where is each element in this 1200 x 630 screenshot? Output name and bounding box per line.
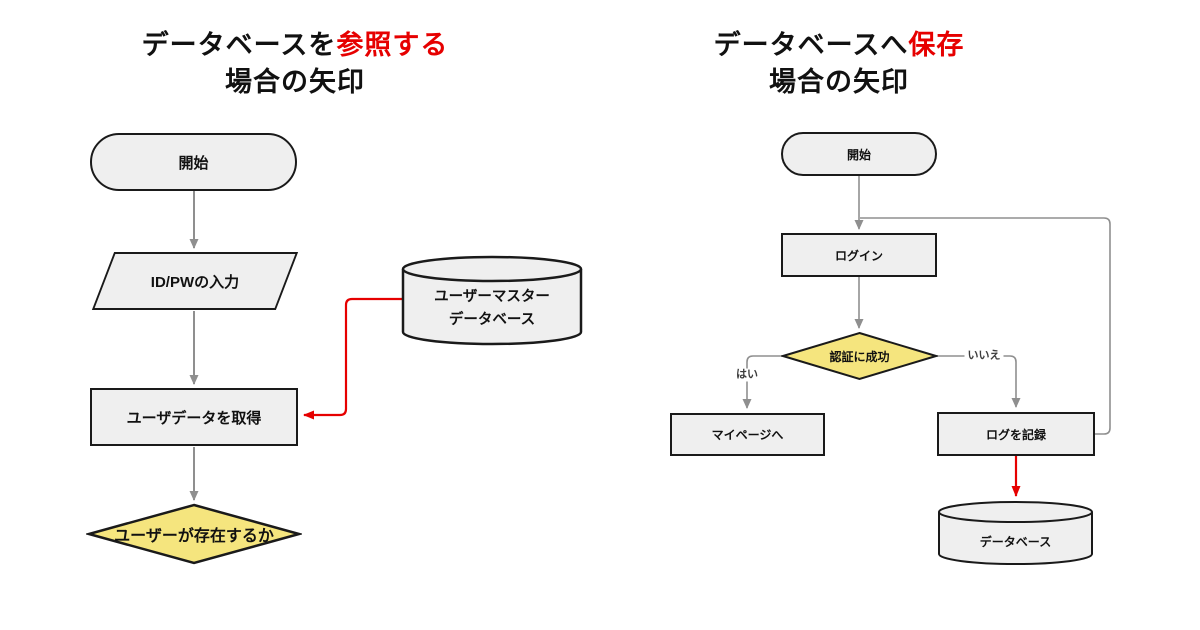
left-input-label: ID/PWの入力 <box>150 273 240 291</box>
left-database-cylinder-shape <box>401 255 583 346</box>
left-start-label: 開始 <box>178 154 209 172</box>
right-log-label: ログを記録 <box>985 427 1046 442</box>
right-chart-title: データベースへ保存 場合の矢印 <box>619 27 1059 101</box>
right-database-body <box>938 512 1093 565</box>
right-login-label: ログイン <box>834 248 883 263</box>
left-decision-diamond: ユーザーが存在するか <box>86 502 302 566</box>
right-database-cylinder-shape <box>938 501 1093 565</box>
right-database-label: データベース <box>979 534 1052 549</box>
right-title-line1-red: 保存 <box>908 30 965 60</box>
right-database-top <box>938 501 1093 523</box>
right-decision-label: 認証に成功 <box>829 349 890 364</box>
left-chart-title: データベースを参照する 場合の矢印 <box>75 27 515 101</box>
right-decision-polygon <box>781 331 938 381</box>
left-process-box: ユーザデータを取得 <box>90 388 298 446</box>
right-mypage-box: マイページへ <box>670 413 825 456</box>
right-start-terminator: 開始 <box>781 132 937 176</box>
right-title-line2: 場合の矢印 <box>769 67 909 97</box>
connector-decision-yes-to-mypage <box>742 355 783 409</box>
left-decision-polygon <box>86 503 302 565</box>
right-decision-diamond: 認証に成功 <box>781 331 938 381</box>
connector-log-loopback-to-login <box>860 217 1111 435</box>
right-log-box: ログを記録 <box>937 412 1095 456</box>
left-title-line2: 場合の矢印 <box>225 67 365 97</box>
right-title-line1-black: データベースへ <box>713 30 909 60</box>
left-start-terminator: 開始 <box>90 133 297 191</box>
right-mypage-label: マイページへ <box>711 428 784 442</box>
right-title-line1: データベースへ保存 <box>619 27 1059 64</box>
branch-no-label: いいえ <box>964 349 1004 363</box>
left-database-cylinder: ユーザーマスター データベース <box>401 255 583 347</box>
connector-decision-no-to-log <box>936 355 1021 408</box>
left-input-parallelogram: ID/PWの入力 <box>91 252 299 310</box>
branch-yes-label: はい <box>733 368 761 382</box>
left-database-body <box>401 269 583 346</box>
left-decision-label: ユーザーが存在するか <box>114 528 274 545</box>
right-decision-diamond-shape <box>781 331 938 381</box>
left-database-label: ユーザーマスター データベース <box>401 279 583 339</box>
left-decision-diamond-shape <box>86 503 302 565</box>
left-title-line1-red: 参照する <box>336 30 449 60</box>
right-login-box: ログイン <box>781 233 937 277</box>
left-database-top <box>401 255 583 283</box>
left-process-label: ユーザデータを取得 <box>126 409 262 427</box>
left-database-label-line2: データベース <box>448 312 536 328</box>
connector-database-to-process-red <box>303 297 403 420</box>
right-start-label: 開始 <box>846 147 871 162</box>
left-database-label-line1: ユーザーマスター <box>434 289 550 305</box>
left-title-line1: データベースを参照する <box>75 27 515 64</box>
left-title-line1-black: データベースを <box>141 30 337 60</box>
right-database-cylinder: データベース <box>937 500 1094 566</box>
